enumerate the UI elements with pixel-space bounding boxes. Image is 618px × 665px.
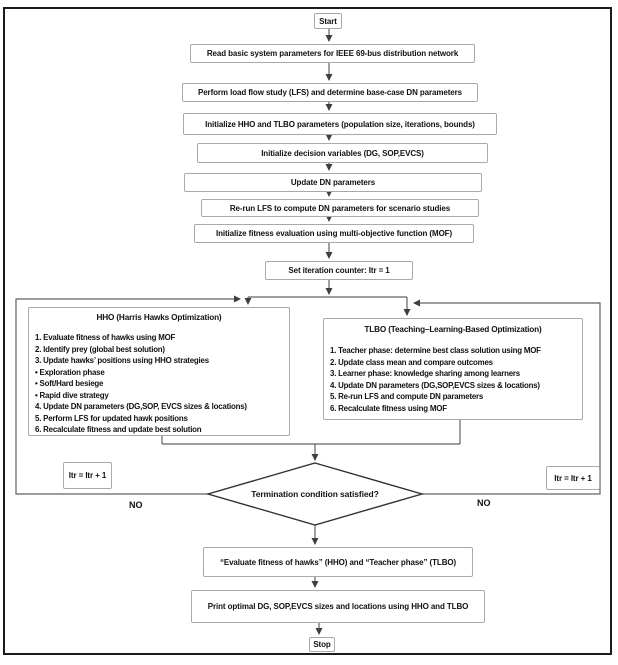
hho-step: 6. Recalculate fitness and update best s… [35,425,202,434]
tlbo-step: 4. Update DN parameters (DG,SOP,EVCS siz… [330,380,540,390]
decision-diamond [205,462,425,526]
hho-title: HHO (Harris Hawks Optimization) [96,313,222,322]
figure-border [3,7,612,655]
process-init-decision-variables: Initialize decision variables (DG, SOP,E… [197,143,488,163]
tlbo-step: 3. Learner phase: knowledge sharing amon… [330,369,520,378]
loop-left-no [15,295,241,495]
process-update-dn-parameters: Update DN parameters [184,173,482,192]
hho-step: 5. Perform LFS for updated hawk position… [35,413,188,423]
hho-step: 1. Evaluate fitness of hawks using MOF [35,333,176,342]
process-print-optimal: Print optimal DG, SOP,EVCS sizes and loc… [191,590,485,623]
hho-step: • Rapid dive strategy [35,390,109,400]
hho-step: • Exploration phase [35,367,105,377]
loop-right-no [413,299,601,495]
process-init-fitness-mof: Initialize fitness evaluation using mult… [194,224,474,243]
itr-increment-right: Itr = Itr + 1 [546,466,600,490]
process-rerun-lfs: Re-run LFS to compute DN parameters for … [201,199,479,217]
start-node: Start [314,13,342,29]
hho-step: • Soft/Hard besiege [35,379,104,388]
no-label-right: NO [477,498,491,508]
stop-node: Stop [309,637,335,652]
tlbo-step: 6. Recalculate fitness using MOF [330,403,447,413]
process-read-parameters: Read basic system parameters for IEEE 69… [190,44,475,63]
process-eval-merge: “Evaluate fitness of hawks” (HHO) and “T… [203,547,473,577]
hho-block: HHO (Harris Hawks Optimization) 1. Evalu… [28,307,290,436]
tlbo-step: 1. Teacher phase: determine best class s… [330,346,541,355]
tlbo-step: 5. Re-run LFS and compute DN parameters [330,392,484,401]
hho-step: 2. Identify prey (global best solution) [35,344,165,354]
process-init-hho-tlbo-params: Initialize HHO and TLBO parameters (popu… [183,113,497,135]
process-set-iteration-counter: Set iteration counter: Itr = 1 [265,261,413,280]
process-load-flow-study: Perform load flow study (LFS) and determ… [182,83,478,102]
hho-step: 4. Update DN parameters (DG,SOP, EVCS si… [35,402,247,411]
tlbo-block: TLBO (Teaching–Learning-Based Optimizati… [323,318,583,420]
tlbo-title: TLBO (Teaching–Learning-Based Optimizati… [364,325,542,334]
decision-label: Termination condition satisfied? [251,489,379,499]
no-label-left: NO [129,500,143,510]
itr-increment-left: Itr = Itr + 1 [63,462,112,489]
hho-step: 3. Update hawks’ positions using HHO str… [35,356,209,365]
tlbo-step: 2. Update class mean and compare outcome… [330,357,493,367]
